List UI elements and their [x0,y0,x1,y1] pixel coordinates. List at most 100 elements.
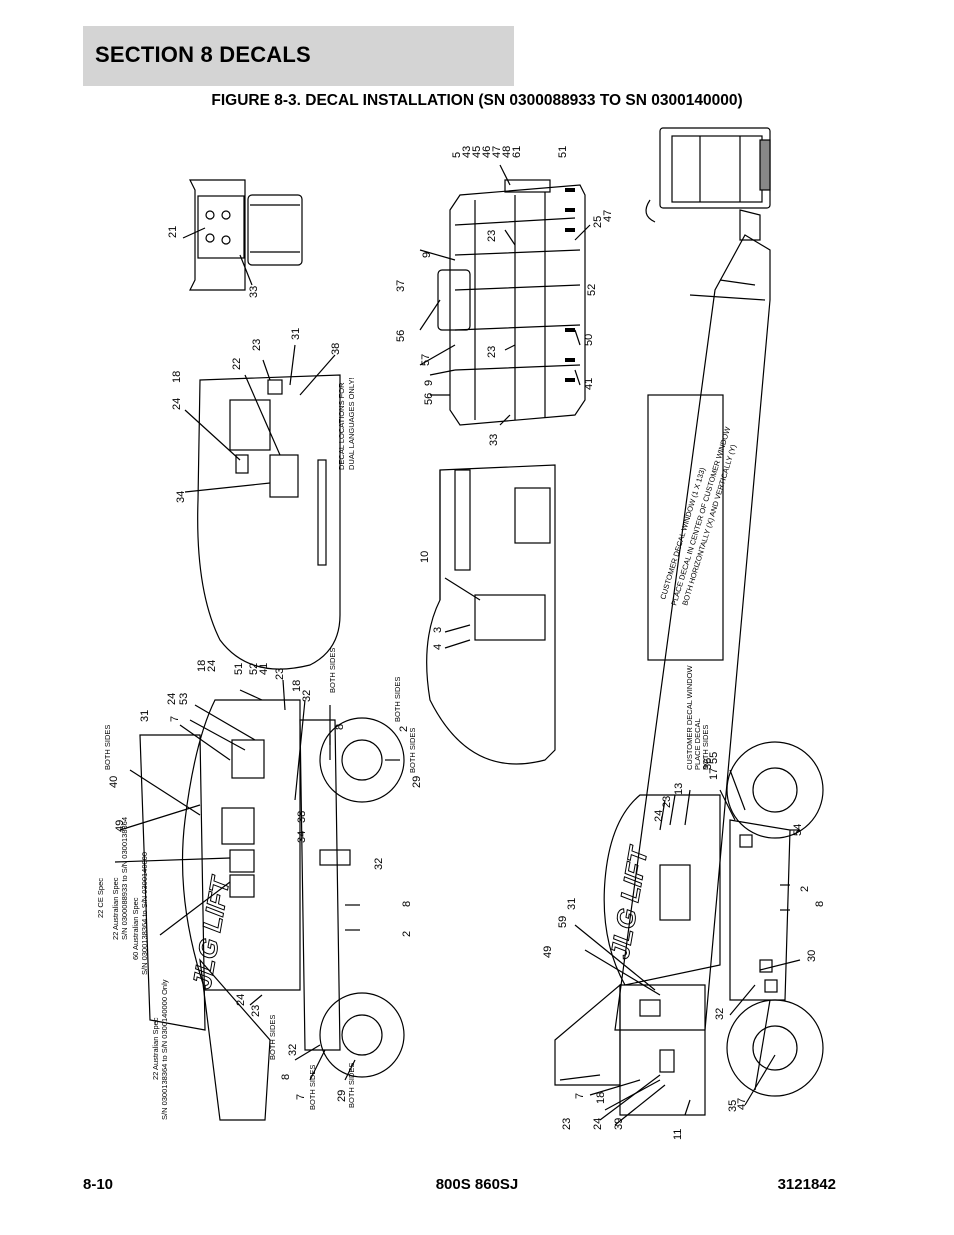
callout-2b: 2 [401,931,413,937]
callout-8b: 8 [401,901,413,907]
callout-23c: 23 [251,339,263,351]
au-range-label-60: S/N 0300138364 to S/N 0300140000 [140,852,149,975]
callout-5: 5 [451,152,463,158]
callout-24a: 24 [171,398,183,410]
callout-23e: 23 [250,1005,262,1017]
callout-49b: 49 [542,946,554,958]
callout-35: 35 [727,1100,739,1112]
callout-49a: 49 [114,820,126,832]
callout-38b: 38 [296,811,308,823]
turntable-middle-view [426,464,556,765]
callout-24f: 24 [592,1118,604,1130]
callout-8d: 8 [814,901,826,907]
callout-47: 47 [491,146,503,158]
control-console-view [182,179,303,291]
callout-51b: 51 [233,663,245,675]
callout-24e: 24 [653,810,665,822]
platform-basket-view [419,164,591,426]
callout-53: 53 [178,693,190,705]
callout-45: 45 [471,146,483,158]
both-sides-40: BOTH SIDES [103,725,112,770]
callout-7b: 7 [295,1094,307,1100]
callout-31c: 31 [566,898,578,910]
callout-32b: 32 [373,858,385,870]
callout-41b: 41 [258,663,270,675]
both-sides-29: BOTH SIDES [408,728,417,773]
document-number: 3121842 [777,1176,836,1193]
au-spec-label-2: 22 Australian Spec [151,1017,160,1080]
model-number: 800S 860SJ [435,1176,519,1193]
left-machine-view [114,679,405,1121]
section-header-bar: SECTION 8 DECALS [83,26,514,86]
dual-language-note-2: DUAL LANGUAGES ONLY! [347,377,356,470]
callout-36: 36 [702,758,714,770]
callout-30: 30 [806,950,818,962]
callout-24b: 24 [206,660,218,672]
callout-3: 3 [432,627,444,633]
customer-window-small-2: PLACE DECAL [693,718,702,770]
au-spec-label-60: 60 Australian Spec [131,897,140,960]
jlg-logo-right: JLG LIFT [604,843,653,961]
callout-61: 61 [511,146,523,158]
callout-10: 10 [419,551,431,563]
au-range-label-1: S/N 0300088933 to S/N 0300138364 [120,817,129,940]
callout-54: 54 [792,824,804,836]
callout-2c: 2 [799,886,811,892]
callout-17: 17 [708,768,720,780]
callout-32c: 32 [287,1044,299,1056]
both-sides-2: BOTH SIDES [393,677,402,722]
callout-4: 4 [432,644,444,650]
callout-7c: 7 [574,1093,586,1099]
callout-56a: 56 [395,330,407,342]
callout-38a: 38 [330,343,342,355]
both-sides-29b: BOTH SIDES [347,1063,356,1108]
callout-57: 57 [420,354,432,366]
callout-23d: 23 [274,668,286,680]
callout-43: 43 [461,146,473,158]
callout-32d: 32 [714,1008,726,1020]
callout-48: 48 [501,146,513,158]
both-sides-8: BOTH SIDES [328,648,337,693]
callout-21: 21 [167,226,179,238]
callout-31b: 31 [139,710,151,722]
figure-title: FIGURE 8-3. DECAL INSTALLATION (SN 03000… [211,92,743,109]
callout-33b: 33 [488,434,500,446]
customer-window-small-3: BOTH SIDES [701,725,710,770]
callout-18b: 18 [196,660,208,672]
callout-11: 11 [672,1129,684,1140]
section-title: SECTION 8 DECALS [95,42,311,67]
callout-47b: 47 [602,210,614,222]
both-sides-7: BOTH SIDES [308,1065,317,1110]
customer-window-small-1: CUSTOMER DECAL WINDOW [685,664,694,770]
callout-29b: 29 [336,1090,348,1102]
callout-13: 13 [673,783,685,795]
callout-8c: 8 [280,1074,292,1080]
callout-33: 33 [248,286,260,298]
page-number: 8-10 [83,1176,114,1193]
callout-50: 50 [583,334,595,346]
callout-23b: 23 [486,346,498,358]
callout-23g: 23 [561,1118,573,1130]
callout-32a: 32 [301,690,313,702]
callout-23f: 23 [661,796,673,808]
boom-tip-platform [645,127,771,241]
callout-9a: 9 [421,252,433,258]
callout-29a: 29 [411,776,423,788]
callout-7a: 7 [169,716,181,722]
callout-18c: 18 [291,680,303,692]
callout-39: 39 [613,1118,625,1130]
callout-52: 52 [586,284,598,296]
both-sides-32: BOTH SIDES [268,1015,277,1060]
callout-23a: 23 [486,230,498,242]
callout-51: 51 [557,146,569,158]
callout-41: 41 [583,378,595,390]
callout-24c: 24 [166,693,178,705]
ce-spec-label: 22 CE Spec [96,878,105,918]
callout-37: 37 [395,280,407,292]
callout-40: 40 [108,776,120,788]
callout-18a: 18 [171,371,183,383]
callout-46: 46 [481,146,493,158]
turntable-dual-language-view [184,344,341,670]
callout-56b: 56 [423,393,435,405]
